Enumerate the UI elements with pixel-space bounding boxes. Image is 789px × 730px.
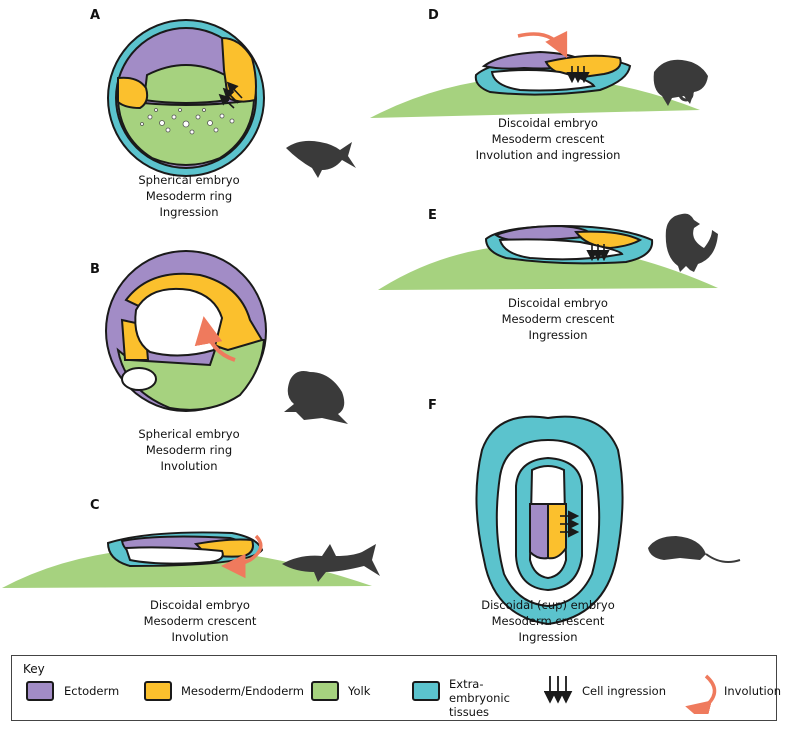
caption-c: Discoidal embryo Mesoderm crescent Invol… <box>90 597 310 645</box>
caption-a-line-1: Spherical embryo <box>138 173 240 187</box>
extra-embryonic-swatch <box>412 681 440 701</box>
fish-icon <box>286 140 356 178</box>
caption-e-line-3: Ingression <box>528 328 588 342</box>
embryo-d <box>370 30 700 118</box>
key-label-involution: Involution <box>724 684 782 698</box>
frog-icon <box>284 371 348 424</box>
caption-f-line-2: Mesoderm crescent <box>491 614 605 628</box>
ingression-arrows-icon <box>544 676 573 704</box>
embryo-b <box>105 250 267 412</box>
caption-d-line-1: Discoidal embryo <box>498 116 598 130</box>
caption-e: Discoidal embryo Mesoderm crescent Ingre… <box>448 295 668 343</box>
mouse-icon <box>648 536 741 563</box>
embryo-e <box>378 224 718 290</box>
caption-f-line-1: Discoidal (cup) embryo <box>481 598 615 612</box>
caption-b-line-3: Involution <box>160 459 218 473</box>
yolk-swatch <box>311 681 339 701</box>
panel-label-c: C <box>90 498 100 513</box>
key-label-yolk: Yolk <box>348 684 371 698</box>
panel-label-f: F <box>428 398 437 413</box>
key-label-ectoderm: Ectoderm <box>64 684 120 698</box>
chameleon-icon <box>653 59 708 106</box>
caption-a-line-3: Ingression <box>159 205 219 219</box>
caption-a-line-2: Mesoderm ring <box>145 189 233 203</box>
key-label-extra-embryonic: Extra-embryonic tissues <box>449 677 510 719</box>
caption-d-line-2: Mesoderm crescent <box>491 132 605 146</box>
ectoderm-swatch <box>26 681 54 701</box>
caption-b: Spherical embryo Mesoderm ring Involutio… <box>79 426 299 474</box>
caption-e-line-1: Discoidal embryo <box>508 296 608 310</box>
panel-label-d: D <box>428 8 439 23</box>
caption-f: Discoidal (cup) embryo Mesoderm crescent… <box>438 597 658 645</box>
embryo-c <box>2 531 372 588</box>
caption-b-line-2: Mesoderm ring <box>145 443 233 457</box>
panel-label-b: B <box>90 262 100 277</box>
involution-arrow-icon <box>685 674 717 714</box>
key-box: Key Ectoderm Mesoderm/Endoderm Yolk Extr… <box>11 655 781 721</box>
caption-a: Spherical embryo Mesoderm ring Ingressio… <box>79 172 299 220</box>
key-title: Key <box>23 662 45 676</box>
embryo-f <box>475 415 624 626</box>
shark-icon <box>282 544 380 582</box>
key-label-cell-ingression: Cell ingression <box>582 684 666 698</box>
caption-c-line-2: Mesoderm crescent <box>143 614 257 628</box>
caption-d: Discoidal embryo Mesoderm crescent Invol… <box>438 115 658 163</box>
mesoderm-swatch <box>144 681 172 701</box>
caption-b-line-1: Spherical embryo <box>138 427 240 441</box>
embryo-a <box>107 19 265 177</box>
caption-d-line-3: Involution and ingression <box>475 148 621 162</box>
caption-e-line-2: Mesoderm crescent <box>501 312 615 326</box>
caption-c-line-1: Discoidal embryo <box>150 598 250 612</box>
caption-f-line-3: Ingression <box>518 630 578 644</box>
key-label-mesoderm: Mesoderm/Endoderm <box>181 684 304 698</box>
caption-c-line-3: Involution <box>171 630 229 644</box>
chicken-icon <box>665 213 718 272</box>
panel-label-e: E <box>428 208 437 223</box>
panel-label-a: A <box>90 8 101 23</box>
